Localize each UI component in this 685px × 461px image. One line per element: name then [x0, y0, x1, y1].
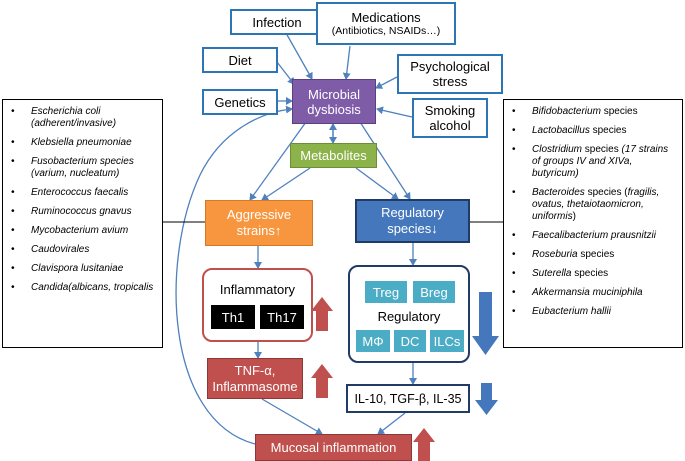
psychological-stress-box: Psychological stress — [397, 54, 503, 94]
down-arrow-regulatory — [472, 292, 499, 355]
mucosal-inflammation-box: Mucosal inflammation — [255, 434, 412, 461]
medications-label: Medications — [351, 9, 421, 25]
arrow-feedback-loop — [175, 105, 293, 445]
list-item: Faecalibacterium prausnitzii — [510, 230, 676, 242]
aggressive-line2: strains↑ — [236, 223, 282, 238]
list-item: Bacteroides species (fragilis, ovatus, t… — [510, 187, 676, 223]
arrow-cytokines-mucosal — [377, 412, 406, 435]
breg-cell: Breg — [413, 281, 455, 303]
list-item: Roseburia species — [510, 249, 676, 261]
aggressive-species-list: Escherichia coli (adherent/invasive) Kle… — [2, 99, 163, 348]
up-arrow-mucosal — [413, 428, 435, 461]
list-item: Mycobacterium avium — [9, 225, 156, 237]
metabolites-box: Metabolites — [290, 143, 377, 168]
arrow-dysbiosis-aggressive — [249, 121, 307, 201]
arrow-psych — [375, 76, 398, 89]
list-item: Lactobacillus species — [510, 125, 676, 137]
arrow-dysbiosis-regulatory — [359, 121, 411, 200]
cytokines-label: IL-10, TGF-β, IL-35 — [354, 391, 462, 406]
tnf-inflammasome-box: TNF-α, Inflammasome — [207, 358, 303, 399]
regulatory-line2: species↓ — [387, 221, 438, 236]
smoking-line2: alcohol — [429, 118, 471, 133]
list-item: Caudovirales — [9, 244, 156, 256]
arrow-metabolites-aggressive — [261, 167, 311, 201]
down-arrow-cytokines — [475, 383, 498, 415]
tnf-line2: Inflammasome — [212, 378, 298, 394]
regulatory-cells-box: Treg Breg Regulatory MΦ DC ILCs — [348, 265, 470, 363]
infection-box: Infection — [230, 9, 324, 35]
tnf-line1: TNF-α, — [234, 362, 276, 378]
arrow-metabolites-regulatory — [355, 167, 399, 200]
medications-box: Medications (Antibiotics, NSAIDs…) — [316, 2, 456, 45]
list-item: Suterella species — [510, 268, 676, 280]
list-item: Akkermansia muciniphila — [510, 287, 676, 299]
genetics-label: Genetics — [214, 94, 266, 110]
diet-label: Diet — [228, 52, 252, 68]
inflammatory-title: Inflammatory — [219, 282, 296, 297]
arrow-medications — [342, 45, 351, 80]
metabolites-label: Metabolites — [300, 148, 367, 163]
regulatory-title: Regulatory — [377, 309, 441, 324]
treg-cell: Treg — [365, 281, 407, 303]
regulatory-species-list: Bifidobacterium species Lactobacillus sp… — [503, 99, 683, 348]
ilcs-cell: ILCs — [430, 330, 464, 352]
up-arrow-inflammatory — [311, 297, 333, 331]
th1-cell: Th1 — [211, 305, 255, 329]
diet-box: Diet — [202, 47, 278, 73]
cytokines-box: IL-10, TGF-β, IL-35 — [346, 384, 470, 413]
up-arrow-tnf — [311, 364, 333, 398]
smoking-alcohol-box: Smoking alcohol — [412, 98, 488, 138]
list-item: Clostridium species (17 strains of group… — [510, 144, 676, 180]
list-item: Ruminococcus gnavus — [9, 206, 156, 218]
list-item: Candida(albicans, tropicalis — [9, 282, 156, 294]
dysbiosis-line1: Microbial — [307, 86, 360, 102]
microbial-dysbiosis-box: Microbial dysbiosis — [292, 79, 376, 124]
regulatory-line1: Regulatory — [381, 205, 444, 220]
list-item: Bifidobacterium species — [510, 106, 676, 118]
regulatory-species-box: Regulatory species↓ — [355, 199, 470, 243]
inflammatory-box: Inflammatory Th1 Th17 — [202, 268, 313, 342]
arrow-infection — [285, 32, 313, 80]
smoking-line1: Smoking — [424, 103, 476, 118]
aggressive-line1: Aggressive — [226, 207, 292, 222]
list-item: Escherichia coli (adherent/invasive) — [9, 106, 156, 130]
genetics-box: Genetics — [202, 89, 278, 115]
list-item: Fusobacterium species (varium, nucleatum… — [9, 156, 156, 180]
mucosal-label: Mucosal inflammation — [270, 440, 397, 455]
psych-line1: Psychological — [410, 59, 490, 74]
psych-line2: stress — [432, 74, 468, 89]
list-item: Klebsiella pneumoniae — [9, 137, 156, 149]
infection-label: Infection — [252, 14, 302, 30]
medications-sublabel: (Antibiotics, NSAIDs…) — [331, 24, 441, 37]
list-item: Enterococcus faecalis — [9, 187, 156, 199]
th17-cell: Th17 — [260, 305, 304, 329]
arrow-diet — [276, 61, 295, 85]
arrow-smoking — [376, 106, 413, 118]
aggressive-strains-box: Aggressive strains↑ — [205, 200, 313, 246]
list-item: Clavispora lusitaniae — [9, 263, 156, 275]
list-item: Eubacterium hallii — [510, 306, 676, 318]
arrow-tnf-mucosal — [261, 398, 323, 435]
dc-cell: DC — [394, 330, 426, 352]
macrophage-cell: MΦ — [356, 330, 390, 352]
dysbiosis-line2: dysbiosis — [307, 101, 361, 117]
